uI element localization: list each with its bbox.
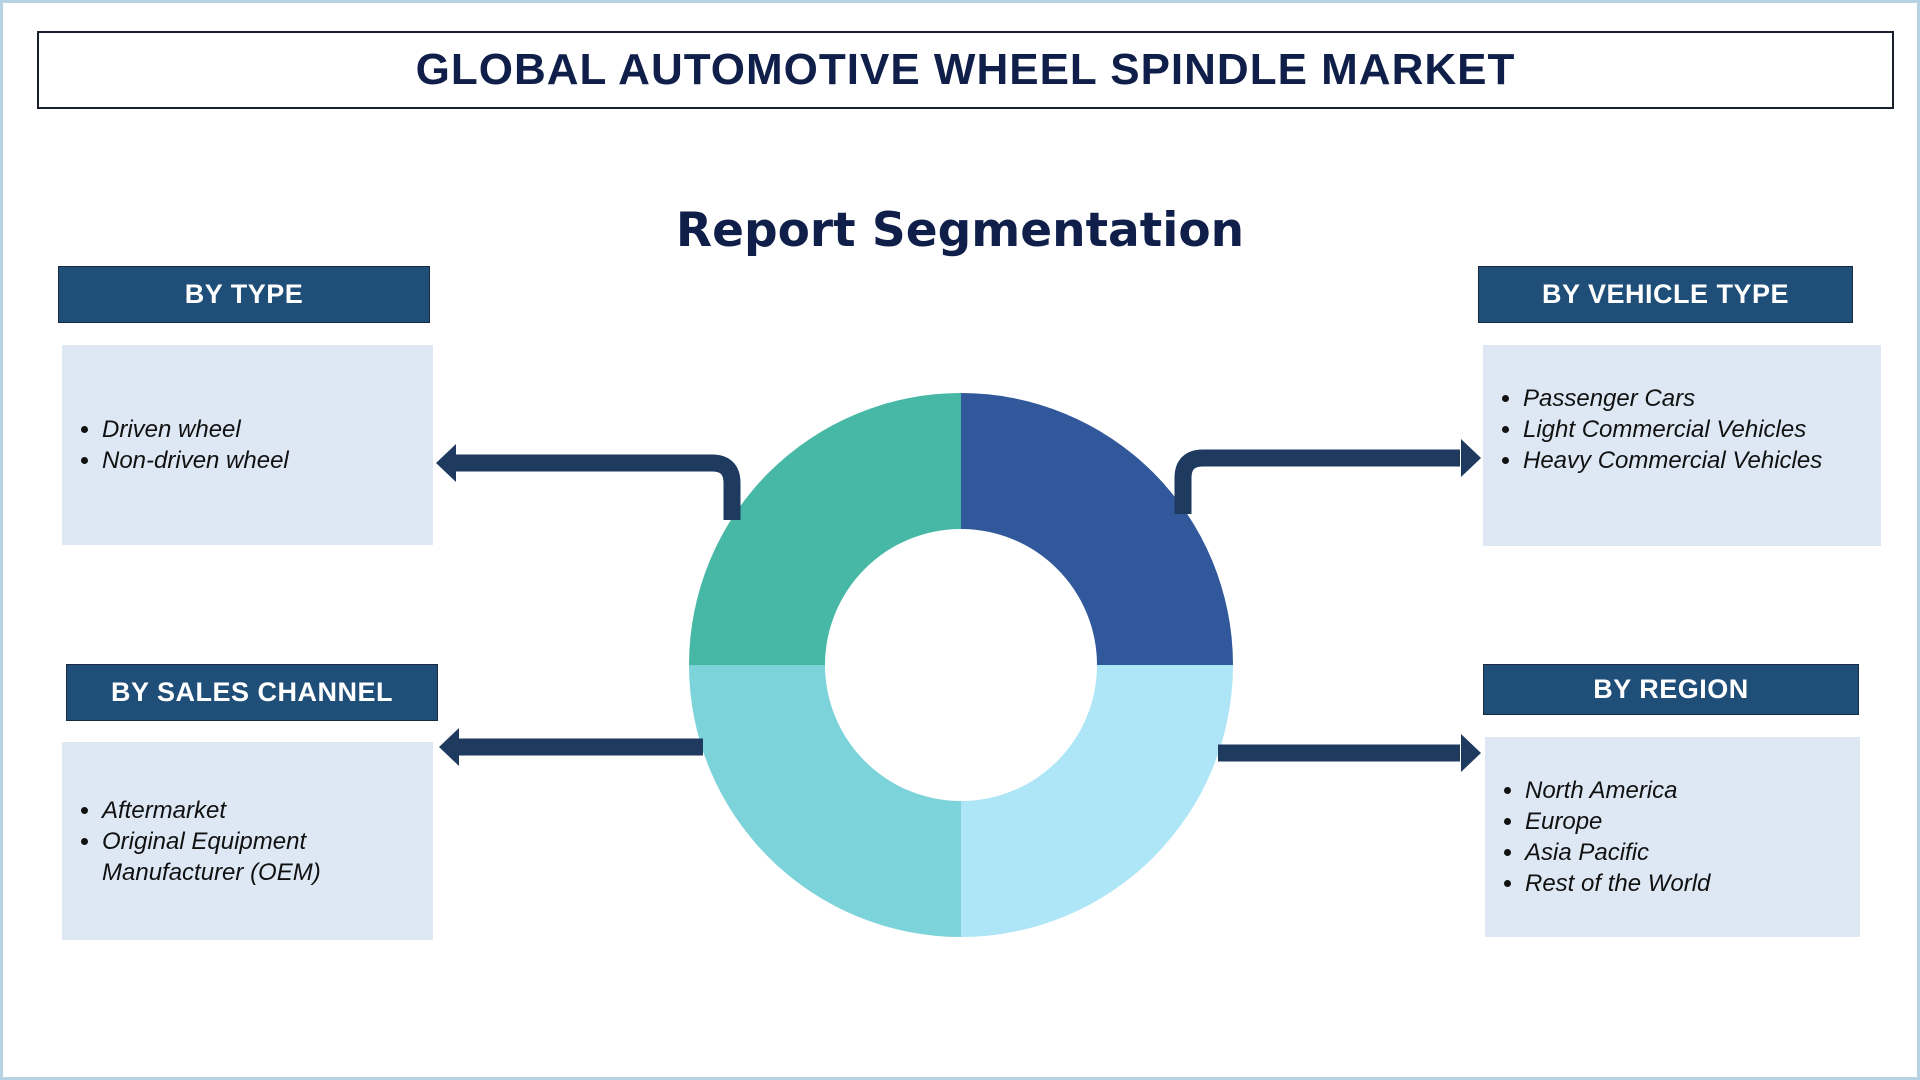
vehicle-type-header: BY VEHICLE TYPE (1478, 266, 1853, 323)
vehicle-type-list: Passenger Cars Light Commercial Vehicles… (1483, 383, 1822, 476)
arrowhead-sales-channel (439, 728, 459, 766)
list-item: North America (1525, 775, 1710, 806)
arrow-to-vehicle-type (1174, 449, 1460, 514)
list-item: Non-driven wheel (102, 445, 289, 476)
type-list: Driven wheel Non-driven wheel (62, 414, 289, 476)
sales-channel-box: Aftermarket Original Equipment Manufactu… (62, 742, 433, 940)
vehicle-type-box: Passenger Cars Light Commercial Vehicles… (1483, 345, 1881, 546)
sales-channel-header: BY SALES CHANNEL (66, 664, 438, 721)
donut-segment-bottom-right (961, 665, 1233, 937)
region-header: BY REGION (1483, 664, 1859, 715)
page-title: GLOBAL AUTOMOTIVE WHEEL SPINDLE MARKET (415, 45, 1516, 94)
title-box: GLOBAL AUTOMOTIVE WHEEL SPINDLE MARKET (37, 31, 1894, 109)
list-item: Heavy Commercial Vehicles (1523, 445, 1822, 476)
list-item: Europe (1525, 806, 1710, 837)
list-item: Original Equipment Manufacturer (OEM) (102, 826, 362, 888)
list-item: Rest of the World (1525, 868, 1710, 899)
section-subtitle: Report Segmentation (675, 203, 1245, 258)
donut-segment-bottom-left (689, 665, 961, 937)
arrowhead-region (1461, 734, 1481, 772)
sales-channel-list: Aftermarket Original Equipment Manufactu… (62, 795, 362, 888)
list-item: Aftermarket (102, 795, 362, 826)
donut-chart (689, 393, 1233, 937)
region-box: North America Europe Asia Pacific Rest o… (1485, 737, 1860, 937)
donut-segment-top-right (961, 393, 1233, 665)
list-item: Asia Pacific (1525, 837, 1710, 868)
arrow-to-type (455, 454, 741, 520)
list-item: Passenger Cars (1523, 383, 1822, 414)
type-box: Driven wheel Non-driven wheel (62, 345, 433, 545)
region-list: North America Europe Asia Pacific Rest o… (1485, 775, 1710, 899)
arrowhead-type (436, 444, 456, 482)
list-item: Driven wheel (102, 414, 289, 445)
type-header: BY TYPE (58, 266, 430, 323)
list-item: Light Commercial Vehicles (1523, 414, 1822, 445)
donut-segment-top-left (689, 393, 961, 665)
arrowhead-vehicle-type (1461, 439, 1481, 477)
